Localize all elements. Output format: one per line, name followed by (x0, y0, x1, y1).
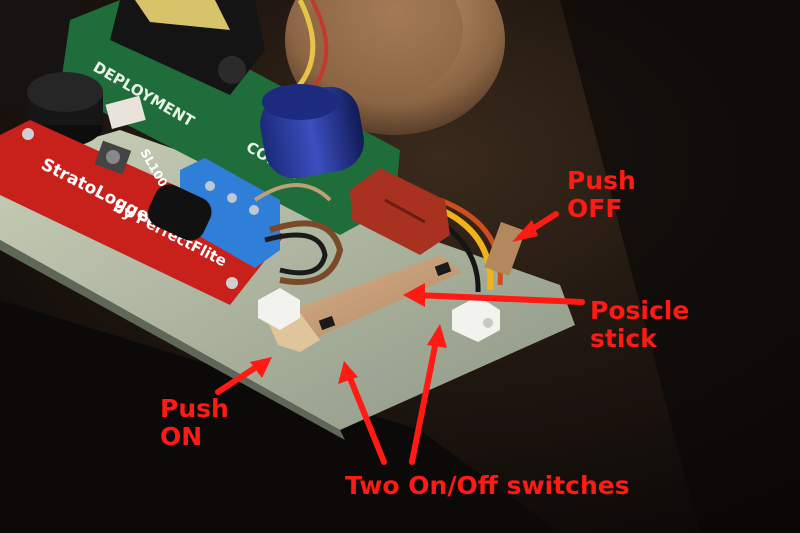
background-shadow (560, 0, 800, 533)
arrow-switch-left (345, 370, 387, 465)
push-on-line-2: ON (160, 422, 203, 451)
off-end-block (484, 222, 526, 276)
push-on-line-1: Push (160, 394, 229, 423)
posicle-line-1: Posicle (590, 296, 690, 325)
arrow-posicle-head (403, 283, 425, 307)
battery (110, 0, 265, 95)
switches-annotation: Two On/Off switches (345, 471, 630, 500)
posicle-line-2: stick (590, 324, 657, 353)
posicle-stick-annotation: Posicle stick (590, 297, 689, 353)
arrow-posicle (412, 292, 585, 305)
sled-edge (0, 240, 345, 440)
arrow-push-off-head (512, 220, 538, 242)
arrow-switch-left-head (338, 361, 358, 384)
arrow-switch-right-head (427, 324, 447, 348)
push-off-line-1: Push (567, 166, 636, 195)
arrow-push-on-head (250, 357, 272, 378)
annotation-arrows (215, 211, 585, 465)
arrow-switch-right (409, 333, 440, 465)
push-on-annotation: Push ON (160, 395, 229, 451)
push-off-line-2: OFF (567, 194, 623, 223)
capacitor (260, 84, 364, 179)
nylon-standoffs (258, 288, 500, 342)
red-connector (350, 168, 450, 255)
table-surface (0, 300, 560, 533)
terminal-block (148, 158, 280, 268)
push-off-annotation: Push OFF (567, 167, 636, 223)
white-connector (105, 95, 146, 129)
